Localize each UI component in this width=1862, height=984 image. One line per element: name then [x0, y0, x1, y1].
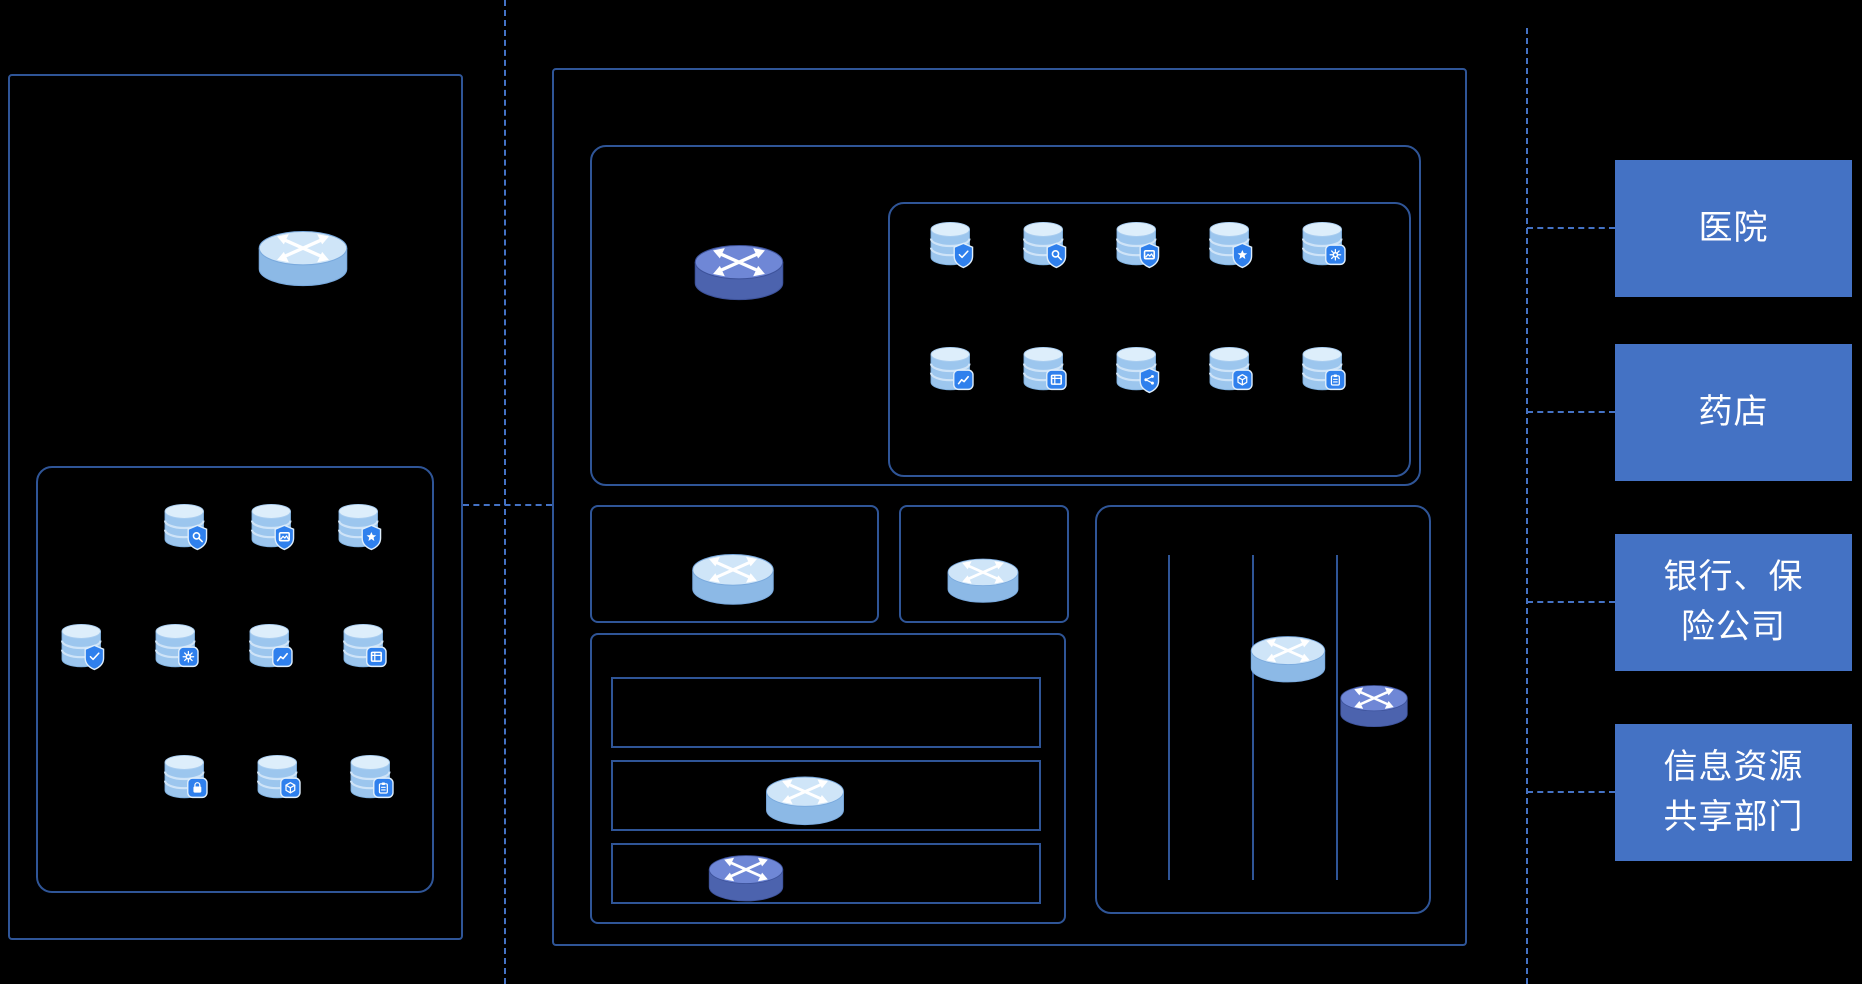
connector-hospital	[1527, 227, 1615, 229]
database-icon-cube	[1203, 343, 1259, 399]
database-row	[158, 751, 400, 807]
database-icon-shield-search	[158, 500, 214, 556]
database-icon-shield-search	[1017, 218, 1073, 274]
database-icon-chart	[924, 343, 980, 399]
switch-icon	[253, 219, 353, 294]
center-platform-box	[552, 68, 1467, 946]
connector-pharmacy	[1527, 411, 1615, 413]
label-bank-insurance: 银行、保险公司	[1615, 534, 1852, 671]
switch-box-b	[899, 505, 1069, 623]
center-database-group-box	[888, 202, 1411, 477]
channel-divider-2	[1252, 555, 1254, 880]
left-database-group-box	[36, 466, 434, 893]
database-icon-shield-star	[332, 500, 388, 556]
database-grid-center	[890, 204, 1409, 475]
boundary-dashed-line-left	[504, 0, 506, 984]
database-icon-cube	[251, 751, 307, 807]
label-pharmacy-text: 药店	[1698, 392, 1769, 431]
database-icon-clipboard	[344, 751, 400, 807]
database-icon-table	[337, 620, 393, 676]
label-bank-insurance-text: 银行、保险公司	[1663, 558, 1804, 646]
connector-bank-insurance	[1527, 601, 1615, 603]
center-top-box	[590, 145, 1421, 486]
switch-box-a	[590, 505, 879, 623]
database-row	[924, 218, 1352, 274]
database-icon-clipboard	[1296, 343, 1352, 399]
switch-icon	[761, 766, 849, 832]
left-platform-box	[8, 74, 463, 940]
boundary-dashed-line-right	[1526, 28, 1528, 984]
database-icon-shield-check	[924, 218, 980, 274]
database-row	[55, 620, 393, 676]
layer-row-3	[611, 843, 1041, 904]
switch-icon	[1336, 676, 1412, 733]
layer-row-2	[611, 760, 1041, 831]
layer-box	[590, 633, 1066, 924]
label-hospital: 医院	[1615, 160, 1852, 297]
database-icon-shield-image	[245, 500, 301, 556]
database-icon-shield-share	[1110, 343, 1166, 399]
channel-divider-1	[1168, 555, 1170, 880]
label-info-sharing-text: 信息资源共享部门	[1663, 748, 1804, 836]
connector-left-center	[463, 504, 552, 506]
database-row	[924, 343, 1352, 399]
database-row	[158, 500, 388, 556]
database-icon-gear	[1296, 218, 1352, 274]
layer-row-1	[611, 677, 1041, 748]
database-icon-table	[1017, 343, 1073, 399]
database-icon-shield-check	[55, 620, 111, 676]
label-pharmacy: 药店	[1615, 344, 1852, 481]
label-info-sharing: 信息资源共享部门	[1615, 724, 1852, 861]
connector-info-sharing	[1527, 791, 1615, 793]
switch-icon	[687, 543, 779, 612]
database-icon-chart	[243, 620, 299, 676]
switch-icon	[1246, 626, 1330, 689]
channel-box	[1095, 505, 1431, 914]
database-icon-shield-star	[1203, 218, 1259, 274]
channel-divider-3	[1336, 555, 1338, 880]
database-icon-shield-image	[1110, 218, 1166, 274]
database-grid-left	[38, 468, 432, 891]
switch-icon	[689, 233, 789, 308]
switch-icon	[943, 549, 1023, 609]
switch-icon	[704, 845, 788, 908]
label-hospital-text: 医院	[1698, 208, 1769, 247]
database-icon-gear	[149, 620, 205, 676]
database-icon-lock	[158, 751, 214, 807]
